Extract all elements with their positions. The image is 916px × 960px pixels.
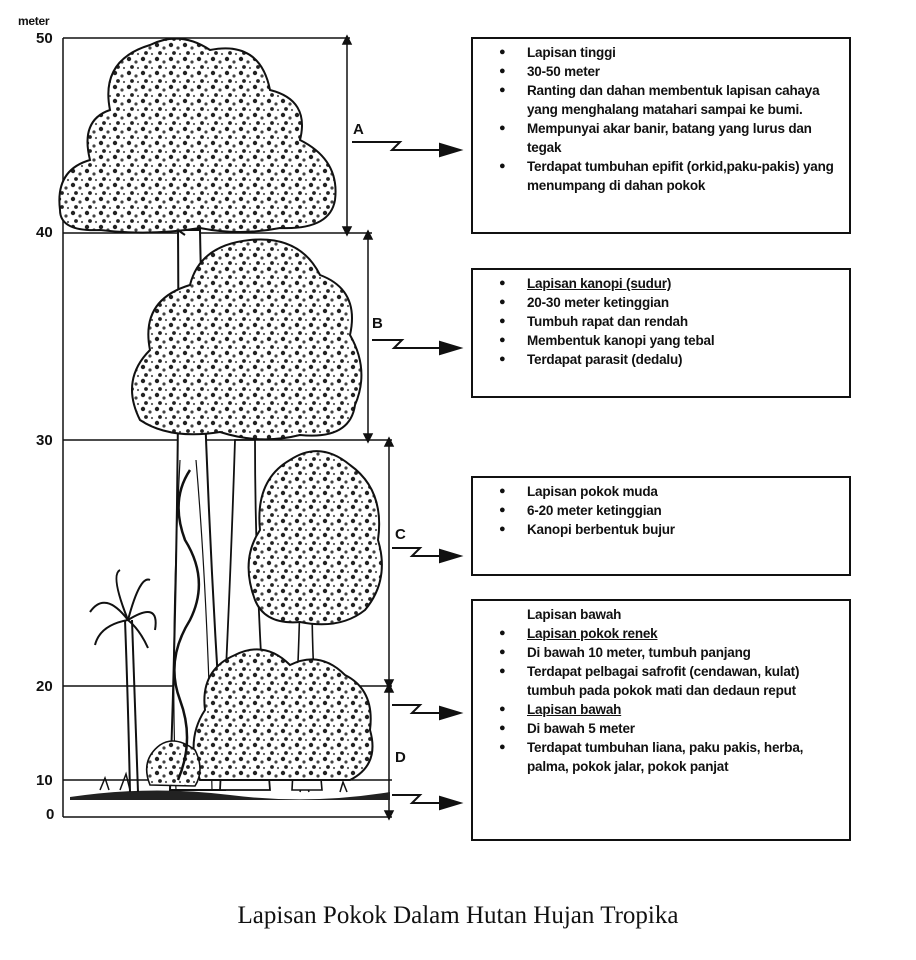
understory-shrubs (145, 648, 374, 787)
layer-letter-b: B (372, 315, 383, 332)
layer-item-text: Lapisan kanopi (sudur) (527, 276, 672, 291)
layer-item: 20-30 meter ketinggian (499, 293, 839, 312)
layer-item: Lapisan bawah (499, 700, 839, 719)
layer-item-text: Lapisan bawah (527, 702, 622, 717)
layer-item: Lapisan kanopi (sudur) (499, 274, 839, 293)
layer-item-text: Lapisan pokok muda (527, 484, 658, 499)
layer-item-text: Di bawah 10 meter, tumbuh panjang (527, 645, 751, 660)
layer-item: Lapisan pokok renek (499, 624, 839, 643)
layer-item: Lapisan bawah (499, 605, 839, 624)
tick-label-30: 30 (36, 432, 53, 449)
layer-letter-d: D (395, 749, 406, 766)
layer-item: Di bawah 5 meter (499, 719, 839, 738)
layer-item-text: Di bawah 5 meter (527, 721, 635, 736)
layer-item: Tumbuh rapat dan rendah (499, 312, 839, 331)
liana-vine (173, 469, 201, 781)
layer-item-text: Terdapat parasit (dedalu) (527, 352, 683, 367)
layer-item-text: Terdapat tumbuhan liana, paku pakis, her… (527, 740, 804, 774)
layer-item-text: Lapisan pokok renek (527, 626, 658, 641)
layer-item-text: 6-20 meter ketinggian (527, 503, 662, 518)
layer-item: Terdapat tumbuhan epifit (orkid,paku-pak… (499, 157, 839, 195)
layer-item-text: Ranting dan dahan membentuk lapisan caha… (527, 83, 820, 117)
layer-item: Di bawah 10 meter, tumbuh panjang (499, 643, 839, 662)
layer-letter-a: A (353, 121, 364, 138)
tick-label-10: 10 (36, 772, 53, 789)
layer-item: 6-20 meter ketinggian (499, 501, 839, 520)
layer-b-info-box: Lapisan kanopi (sudur) 20-30 meter keting… (471, 268, 851, 398)
palm-tree (89, 569, 157, 793)
layer-item-text: Lapisan tinggi (527, 45, 616, 60)
layer-item-text: Terdapat tumbuhan epifit (orkid,paku-pak… (527, 159, 834, 193)
layer-item: Ranting dan dahan membentuk lapisan caha… (499, 81, 839, 119)
layer-item: Mempunyai akar banir, batang yang lurus … (499, 119, 839, 157)
layer-arrows (352, 141, 464, 811)
layer-item-text: Membentuk kanopi yang tebal (527, 333, 715, 348)
tick-label-50: 50 (36, 30, 53, 47)
ground (70, 771, 390, 800)
layer-item: Terdapat parasit (dedalu) (499, 350, 839, 369)
layer-d-info-box: Lapisan bawahLapisan pokok renekDi bawah… (471, 599, 851, 841)
layer-item: Terdapat tumbuhan liana, paku pakis, her… (499, 738, 839, 776)
figure-caption: Lapisan Pokok Dalam Hutan Hujan Tropika (237, 902, 679, 929)
layer-item: Kanopi berbentuk bujur (499, 520, 839, 539)
layer-item: Lapisan pokok muda (499, 482, 839, 501)
tick-label-20: 20 (36, 678, 53, 695)
layer-item-text: Mempunyai akar banir, batang yang lurus … (527, 121, 812, 155)
layer-item-text: Lapisan bawah (527, 607, 622, 622)
layer-item-text: Tumbuh rapat dan rendah (527, 314, 688, 329)
layer-item: Terdapat pelbagai safrofit (cendawan, ku… (499, 662, 839, 700)
layer-item-text: Terdapat pelbagai safrofit (cendawan, ku… (527, 664, 800, 698)
layer-letter-c: C (395, 526, 406, 543)
layer-c-info-box: Lapisan pokok muda 6-20 meter ketinggianK… (471, 476, 851, 576)
layer-item: 30-50 meter (499, 62, 839, 81)
layer-item-text: Kanopi berbentuk bujur (527, 522, 675, 537)
tick-label-0: 0 (46, 806, 55, 823)
layer-item-text: 20-30 meter ketinggian (527, 295, 669, 310)
layer-a-info-box: Lapisan tinggi 30-50 meterRanting dan dah… (471, 37, 851, 234)
axis-unit-label: meter (18, 14, 50, 28)
tick-label-40: 40 (36, 224, 53, 241)
layer-item-text: 30-50 meter (527, 64, 600, 79)
layer-item: Membentuk kanopi yang tebal (499, 331, 839, 350)
layer-item: Lapisan tinggi (499, 43, 839, 62)
